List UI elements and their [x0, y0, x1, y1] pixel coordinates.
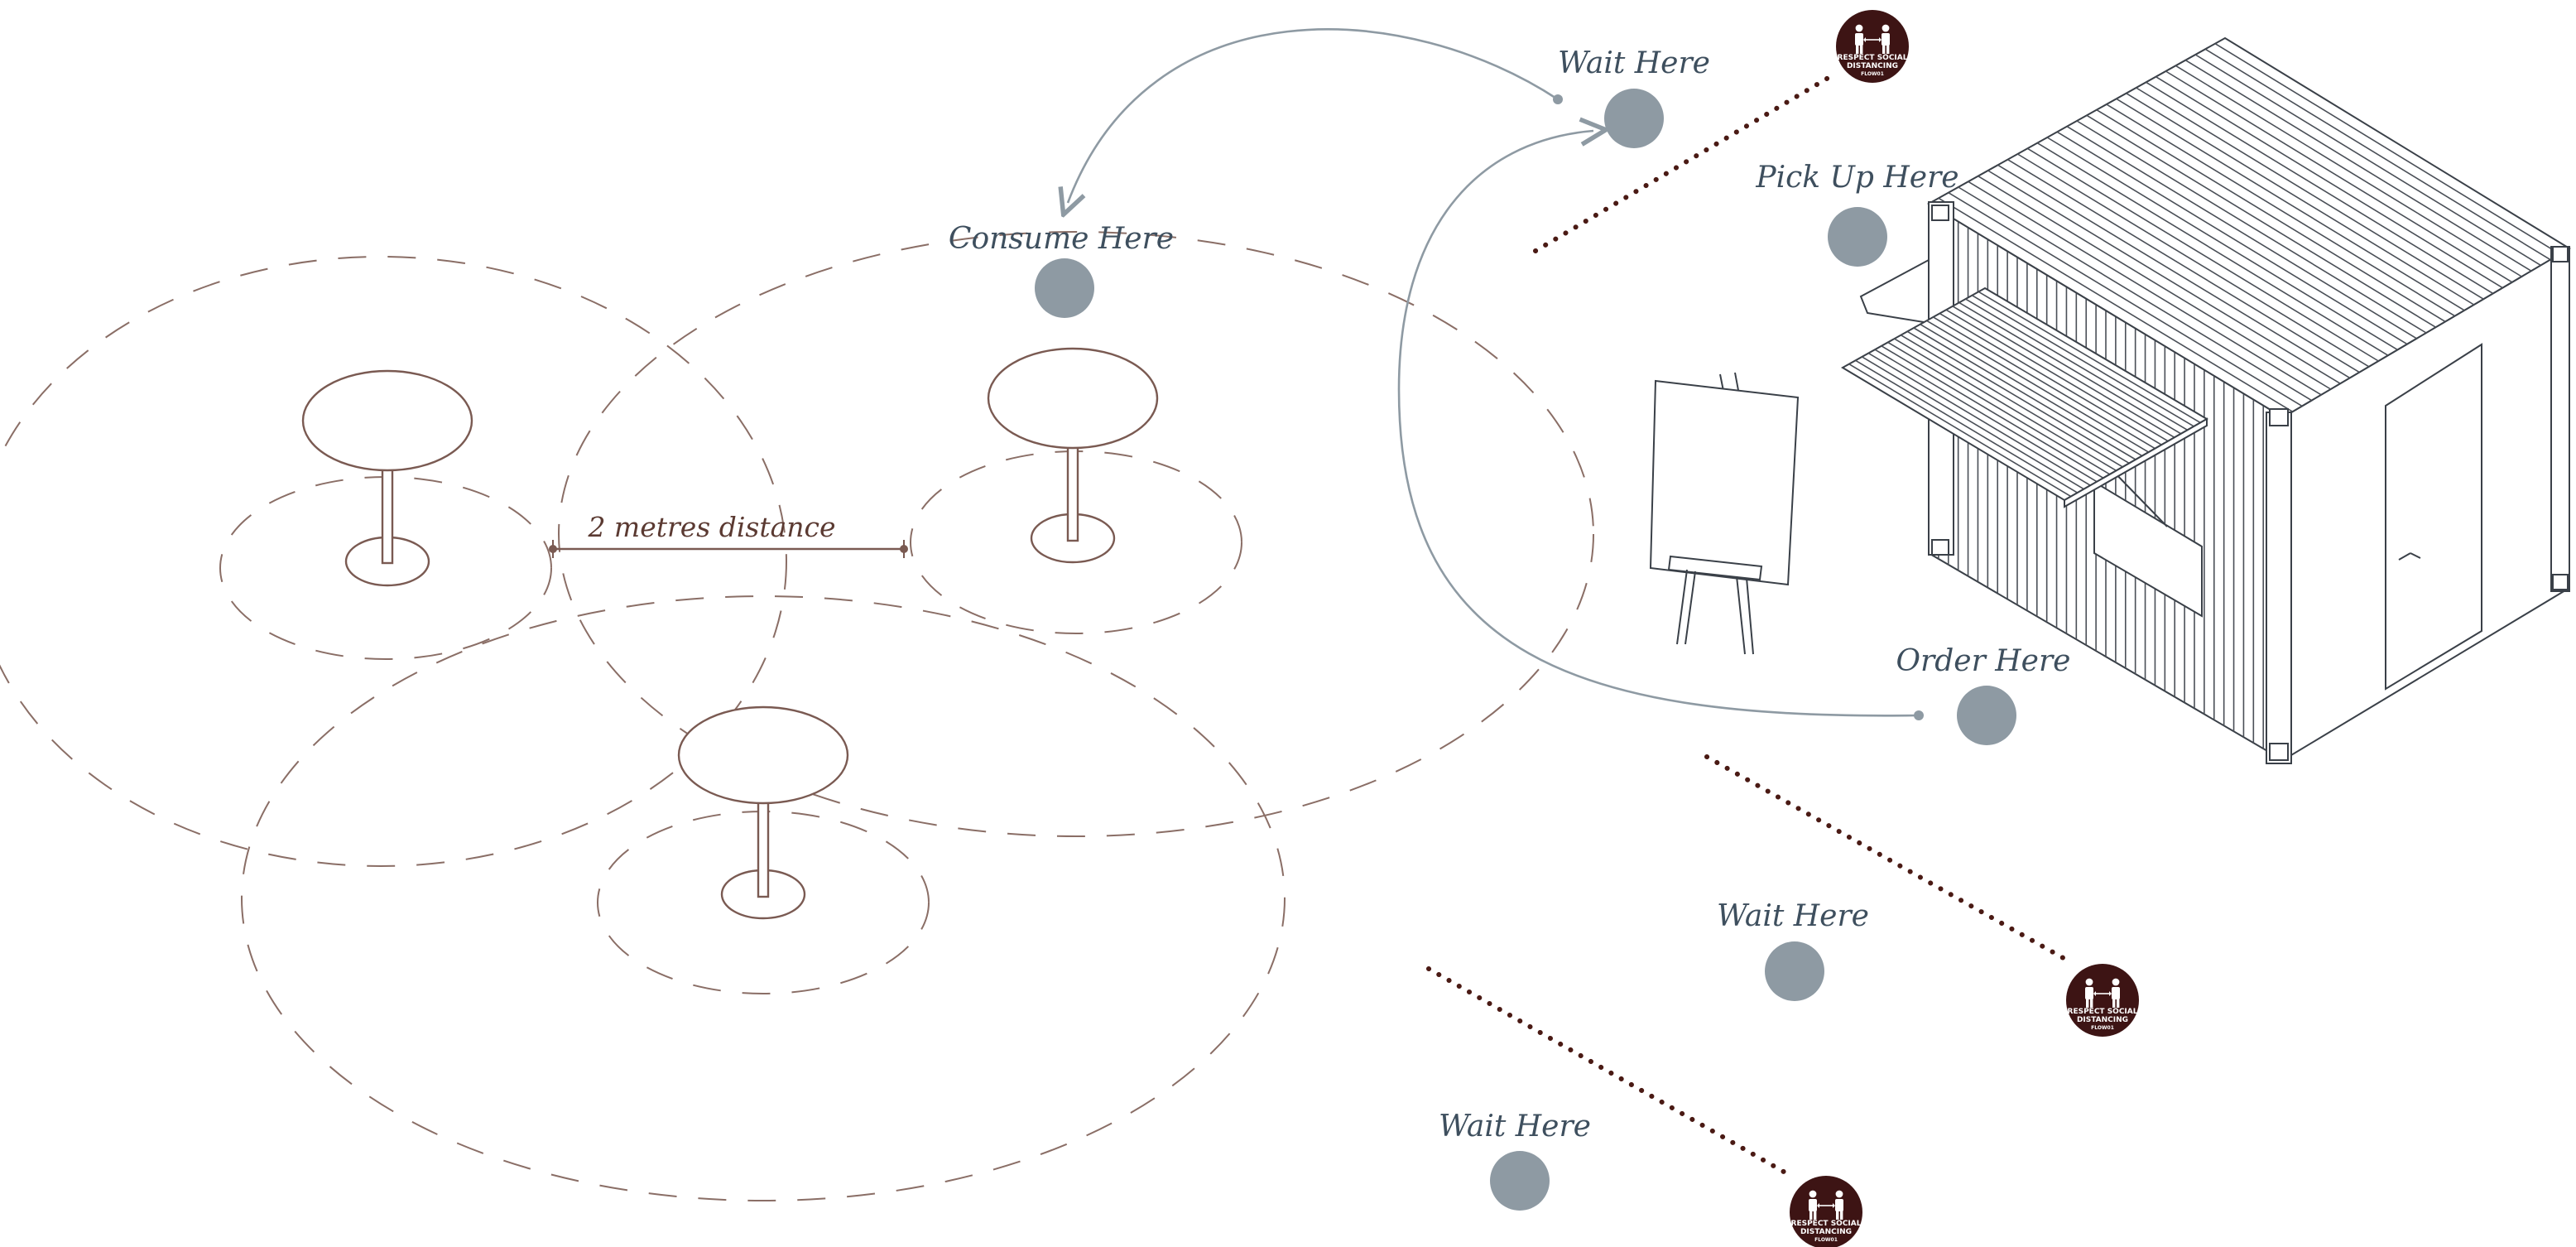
table-1 [301, 369, 473, 587]
container-kiosk [1841, 36, 2571, 764]
distance-label: 2 metres distance [587, 511, 835, 543]
marker-wait-top [1604, 89, 1664, 148]
distance-dimension: 2 metres distance [549, 511, 908, 558]
flow-arrows [1068, 28, 1924, 720]
svg-text:RESPECT SOCIAL: RESPECT SOCIAL [1791, 1220, 1862, 1228]
queue-lines [1426, 74, 2070, 1177]
label-order: Order Here [1896, 644, 2071, 678]
label-pick-up: Pick Up Here [1755, 161, 1958, 195]
svg-text:FLOW01: FLOW01 [1861, 71, 1884, 77]
table-2 [987, 347, 1159, 564]
position-markers [1035, 89, 2016, 1211]
svg-text:DISTANCING: DISTANCING [2077, 1016, 2128, 1024]
awning-corrugation [1848, 291, 2201, 498]
social-distancing-sign-icon: RESPECT SOCIAL DISTANCING FLOW01 [1789, 1175, 1863, 1247]
flow-arrow-to-wait [1397, 131, 1920, 717]
queue-line-bottom [1426, 966, 1790, 1177]
marker-wait-middle [1765, 941, 1824, 1001]
svg-text:RESPECT SOCIAL: RESPECT SOCIAL [1838, 54, 1908, 62]
marker-order [1957, 686, 2016, 745]
svg-text:FLOW01: FLOW01 [2091, 1025, 2114, 1031]
svg-text:DISTANCING: DISTANCING [1847, 62, 1898, 70]
social-distancing-sign-icon: RESPECT SOCIAL DISTANCING FLOW01 [1835, 9, 1910, 84]
label-consume: Consume Here [949, 222, 1174, 256]
svg-text:RESPECT SOCIAL: RESPECT SOCIAL [2068, 1008, 2138, 1016]
roof-corrugation [1938, 42, 2560, 412]
label-wait-bottom: Wait Here [1439, 1110, 1591, 1143]
zone-large-right [558, 231, 1594, 837]
flow-arrow-to-consume [1068, 28, 1559, 203]
queue-line-middle [1704, 754, 2070, 963]
table-3 [677, 705, 849, 920]
label-wait-top: Wait Here [1558, 46, 1710, 80]
social-distancing-sign-icon: RESPECT SOCIAL DISTANCING FLOW01 [2065, 963, 2140, 1038]
zone-large-bottom [241, 595, 1286, 1201]
zone-large-left [0, 256, 787, 867]
svg-text:FLOW01: FLOW01 [1814, 1237, 1838, 1243]
station-labels: Wait Here Pick Up Here Consume Here Orde… [949, 46, 2071, 1143]
marker-wait-bottom [1490, 1151, 1550, 1211]
marker-consume [1035, 258, 1094, 318]
svg-text:DISTANCING: DISTANCING [1800, 1228, 1852, 1236]
menu-board-easel [1649, 372, 1800, 655]
queue-line-top [1533, 74, 1833, 253]
marker-pick-up [1828, 207, 1887, 267]
label-wait-middle: Wait Here [1717, 899, 1869, 933]
